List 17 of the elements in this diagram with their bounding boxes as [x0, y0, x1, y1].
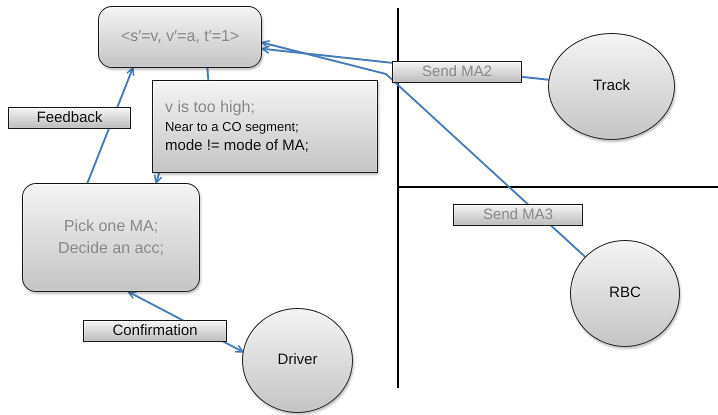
- node-text: RBC: [609, 283, 641, 304]
- arrow: [154, 172, 162, 184]
- arrow: [261, 40, 586, 258]
- edge-label: Send MA3: [453, 204, 583, 226]
- condition-box: [152, 80, 378, 173]
- node-text: v is too high;: [165, 98, 255, 118]
- node-text: Track: [593, 76, 630, 96]
- node-text: <s′=v, v′=a, t′=1>: [120, 27, 240, 48]
- edge-label: Send MA2: [392, 61, 522, 83]
- edge-label: Feedback: [8, 107, 131, 129]
- node-text: mode != mode of MA;: [165, 136, 309, 156]
- process-box: [98, 6, 262, 68]
- edge-label: Confirmation: [83, 320, 227, 342]
- node-text: Driver: [278, 350, 318, 370]
- process-box: [22, 183, 200, 292]
- node-text: Near to a CO segment;: [165, 118, 299, 136]
- node-text: Pick one MA; Decide an acc;: [57, 216, 165, 258]
